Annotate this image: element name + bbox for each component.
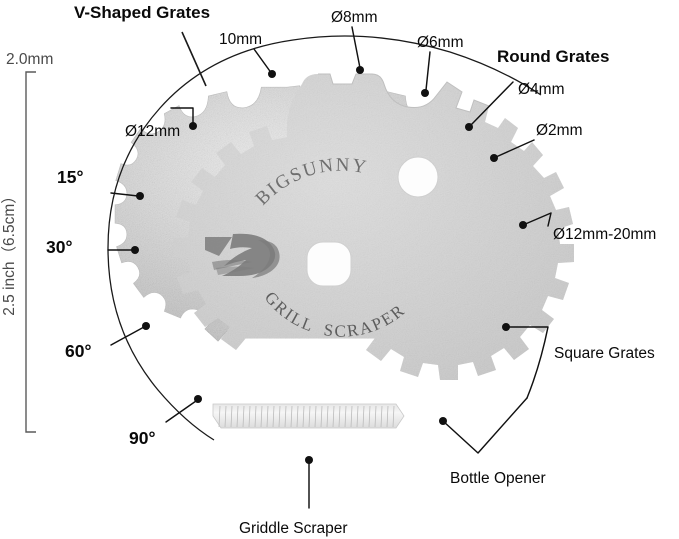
leader-d6mm	[425, 51, 431, 91]
leader-dot-d4mm	[465, 123, 473, 131]
tool-body-edge	[318, 73, 490, 113]
scraper-blade-body	[212, 403, 405, 429]
leader-d12mm	[170, 107, 194, 127]
leader-90deg	[165, 400, 197, 423]
leader-d2mm	[495, 139, 535, 158]
leader-dot-d12mm	[189, 122, 197, 130]
label-d12-20mm: Ø12mm-20mm	[553, 226, 656, 243]
leader-15deg	[110, 192, 139, 197]
label-thickness: 2.0mm	[6, 51, 53, 68]
label-angle-30: 30°	[46, 237, 72, 257]
scraper-striations	[218, 405, 395, 428]
leader-dot-d6mm	[421, 89, 429, 97]
label-d2mm: Ø2mm	[536, 122, 583, 139]
label-d12mm: Ø12mm	[125, 123, 180, 140]
leader-dot-90deg	[194, 395, 202, 403]
label-10mm: 10mm	[219, 31, 262, 48]
label-angle-15: 15°	[57, 167, 83, 187]
leader-d8mm	[351, 26, 361, 69]
griddle-scraper-blade	[212, 403, 405, 429]
leader-dot-square-grates	[502, 323, 510, 331]
leader-dot-d8mm	[356, 66, 364, 74]
leader-dot-d12-20mm	[519, 221, 527, 229]
bird-swoosh-logo	[205, 233, 280, 278]
leader-square-grates	[505, 326, 549, 399]
label-diameter: 2.5 inch（6.5cm）	[1, 188, 18, 316]
label-bottle-opener: Bottle Opener	[450, 470, 546, 487]
label-angle-90: 90°	[129, 428, 155, 448]
leader-dot-d2mm	[490, 154, 498, 162]
leader-dot-griddle-scraper	[305, 456, 313, 464]
label-griddle-scraper: Griddle Scraper	[239, 520, 348, 537]
leader-dot-10mm	[268, 70, 276, 78]
leader-dot-30deg	[131, 246, 139, 254]
text-labels: V-Shaped Grates Round Grates 10mm Ø12mm …	[1, 3, 656, 537]
dimension-bracket-line	[25, 71, 36, 433]
leader-dot-60deg	[142, 322, 150, 330]
leader-dot-bottle-opener	[439, 417, 447, 425]
measurement-arc-group	[107, 31, 542, 441]
size-dimension-bracket	[25, 71, 36, 433]
arc-tick-top	[181, 31, 207, 87]
heading-v-shaped-grates: V-Shaped Grates	[74, 3, 210, 22]
label-square-grates: Square Grates	[554, 345, 655, 362]
label-d8mm: Ø8mm	[331, 9, 378, 26]
leader-dot-15deg	[136, 192, 144, 200]
tool-body-fill	[173, 74, 574, 380]
leader-60deg	[110, 326, 145, 346]
callout-leaders	[107, 26, 552, 509]
label-d6mm: Ø6mm	[417, 34, 464, 51]
heading-round-grates: Round Grates	[497, 47, 609, 66]
leader-d4mm	[469, 81, 514, 127]
leader-10mm	[253, 48, 273, 75]
grill-scraper-tool: BIGSUNNY GRILL SCRAPER	[114, 73, 574, 429]
measurement-arc	[107, 35, 542, 441]
label-angle-60: 60°	[65, 341, 91, 361]
secondary-hole	[397, 156, 439, 198]
leader-d12-20mm	[522, 212, 552, 227]
center-hole	[306, 241, 352, 287]
label-d4mm: Ø4mm	[518, 81, 565, 98]
leader-bottle-opener	[442, 397, 528, 454]
